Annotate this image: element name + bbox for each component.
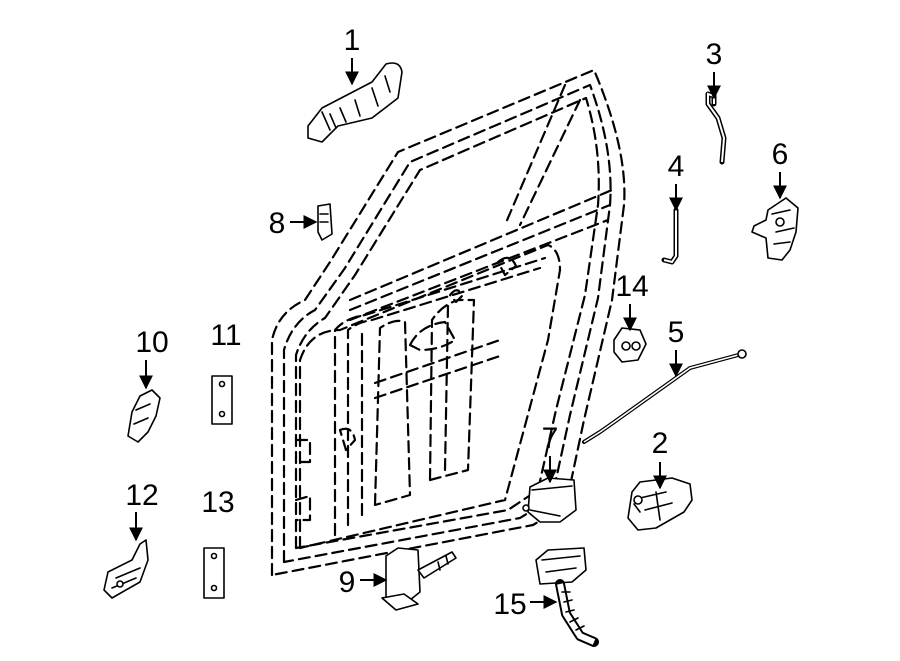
callout-label-15: 15 <box>493 588 526 621</box>
door-lock-actuator-part <box>627 477 693 531</box>
door-striker-part <box>613 327 647 363</box>
seal-strip-lower-part <box>203 547 225 599</box>
lock-cable-part <box>582 349 747 444</box>
callout-label-1: 1 <box>344 24 361 57</box>
callout-labels: 1 2 3 4 5 6 7 8 9 10 11 12 13 14 15 <box>125 24 788 621</box>
callout-label-14: 14 <box>615 270 648 303</box>
door-frame-outline <box>270 68 626 577</box>
seal-strip-part <box>211 375 233 425</box>
callout-label-13: 13 <box>201 486 234 519</box>
callout-label-11: 11 <box>210 319 241 352</box>
callout-label-8: 8 <box>269 207 286 240</box>
callout-label-5: 5 <box>668 316 685 349</box>
door-check-part <box>381 547 457 611</box>
callout-arrows <box>129 58 787 609</box>
callout-label-2: 2 <box>652 427 669 460</box>
callout-label-7: 7 <box>542 422 559 455</box>
callout-label-9: 9 <box>339 566 356 599</box>
callout-label-4: 4 <box>668 150 685 183</box>
callout-label-6: 6 <box>772 138 789 171</box>
wiring-harness-part <box>535 547 599 647</box>
control-module-part <box>522 477 577 523</box>
door-latch-part <box>751 197 799 261</box>
lock-switch-part <box>317 203 333 241</box>
callout-label-12: 12 <box>125 479 158 512</box>
door-hinge-part <box>103 539 149 599</box>
callout-label-3: 3 <box>706 38 723 71</box>
outside-door-handle-part <box>307 62 403 143</box>
lock-rod-part <box>661 207 679 265</box>
callout-label-10: 10 <box>135 326 168 359</box>
lock-rod-upper-part <box>705 91 727 165</box>
insulator-pad-part <box>127 389 161 443</box>
